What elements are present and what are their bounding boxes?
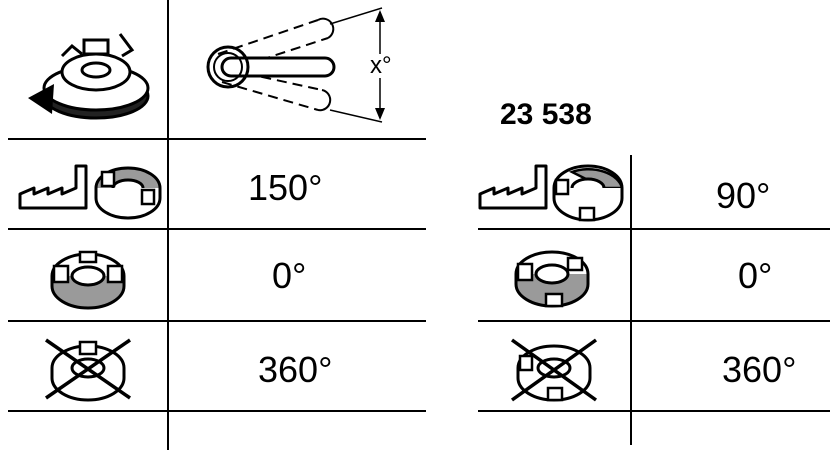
angle-label: x° — [368, 52, 394, 79]
right-zero-angle-value: 0° — [738, 255, 773, 296]
left-table-row-divider — [8, 228, 426, 230]
left-factory-angle-value: 150° — [248, 167, 323, 208]
left-crossed-angle-value: 360° — [258, 349, 333, 390]
left-zero-angle-value: 0° — [272, 255, 307, 296]
ring-zero-icon — [514, 250, 590, 308]
left-table-row-divider — [8, 320, 426, 322]
rotation-direction-icon — [28, 33, 150, 120]
right-table-row-divider — [478, 410, 830, 412]
ring-crossed-icon — [45, 338, 131, 402]
left-table-vertical-divider — [167, 0, 169, 450]
left-table-row-divider — [8, 410, 426, 412]
factory-setting-icon — [478, 164, 624, 222]
model-number: 23 538 — [500, 98, 592, 131]
right-table-row-divider — [478, 228, 830, 230]
right-crossed-angle-value: 360° — [722, 349, 797, 390]
right-table-vertical-divider — [630, 155, 632, 445]
lever-angle-diagram — [206, 7, 385, 123]
left-table-row-divider — [8, 138, 426, 140]
factory-setting-icon — [18, 164, 162, 220]
ring-crossed-icon — [510, 338, 598, 402]
right-table-row-divider — [478, 320, 830, 322]
ring-zero-icon — [50, 250, 126, 310]
right-factory-angle-value: 90° — [716, 175, 771, 216]
